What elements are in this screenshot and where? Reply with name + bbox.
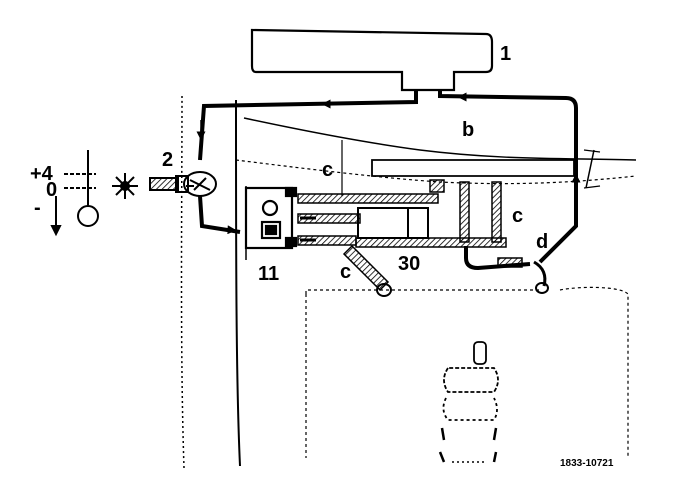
snowflake-icon bbox=[112, 173, 138, 199]
thermometer-icon bbox=[50, 150, 99, 237]
label-30: 30 bbox=[398, 253, 420, 275]
figure-code: 1833-10721 bbox=[560, 458, 614, 469]
control-box bbox=[244, 186, 298, 250]
label-minus: - bbox=[34, 197, 41, 219]
label-2: 2 bbox=[162, 149, 173, 171]
label-c-lower: c bbox=[340, 261, 351, 283]
receiver-drier bbox=[357, 207, 429, 239]
label-11: 11 bbox=[258, 263, 279, 285]
label-c-upper: c bbox=[322, 159, 333, 181]
expansion-valve bbox=[149, 171, 217, 197]
roof-unit bbox=[250, 28, 494, 92]
label-plus4: +4 bbox=[30, 163, 54, 185]
vehicle-outline bbox=[180, 95, 637, 469]
label-1: 1 bbox=[500, 43, 511, 65]
label-b: b bbox=[462, 119, 474, 141]
label-c-right: c bbox=[512, 205, 523, 227]
hoses bbox=[297, 179, 549, 297]
flow-arrows bbox=[196, 92, 581, 235]
label-d: d bbox=[536, 231, 548, 253]
label-zero: 0 bbox=[46, 179, 57, 201]
compressor bbox=[438, 341, 499, 463]
